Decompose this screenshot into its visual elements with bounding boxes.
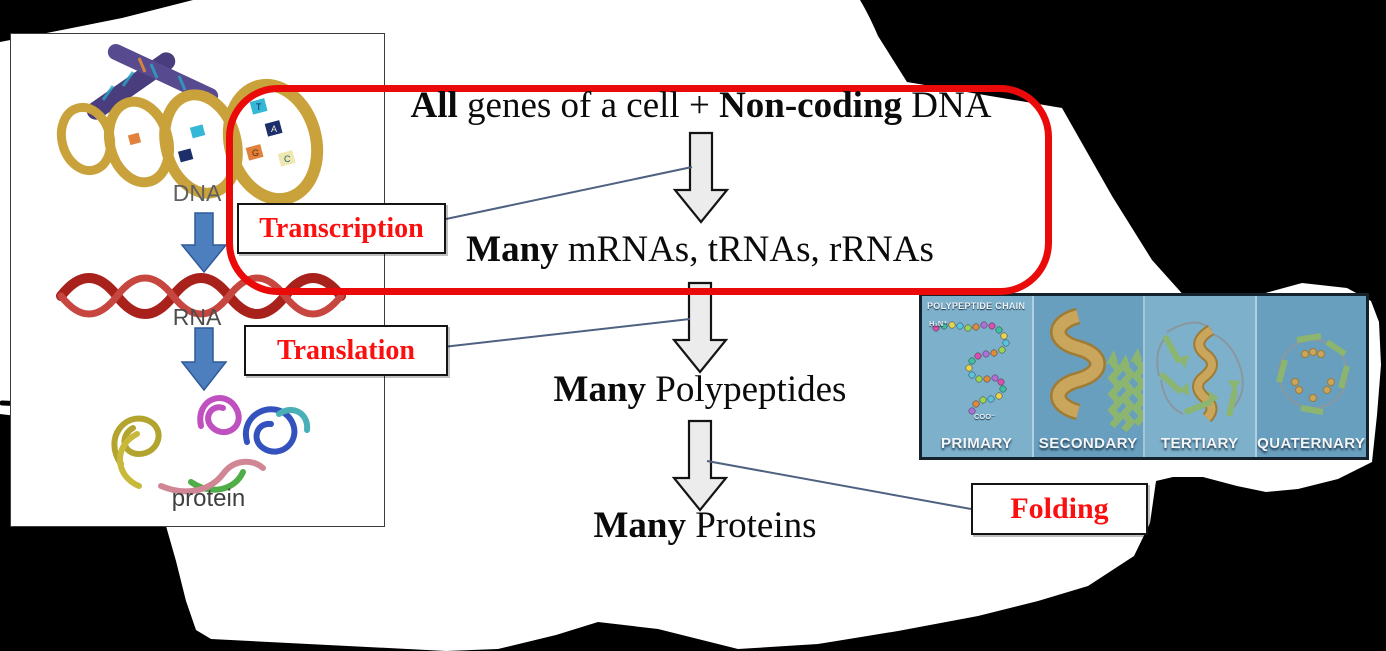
translation-label: Translation <box>277 334 415 366</box>
many-proteins-text: Many Proteins <box>593 505 817 546</box>
noncoding-bold: Non-coding <box>719 85 903 126</box>
translation-label-box: Translation <box>244 325 448 376</box>
folding-label-box: Folding <box>971 483 1148 535</box>
tertiary-structure-column: TERTIARY <box>1145 296 1257 457</box>
dna-to-rna-arrow-icon <box>180 212 228 274</box>
tertiary-structure-illustration <box>1156 321 1244 423</box>
dna-bases: T A G C <box>127 98 296 167</box>
primary-structure-illustration <box>932 321 1010 415</box>
secondary-label: SECONDARY <box>1038 435 1138 452</box>
protein-structure-panel: POLYPEPTIDE CHAIN H₃N⁺ COO⁻ PRIMARY SECO… <box>919 293 1369 460</box>
chromosome-icon <box>86 44 219 120</box>
dna-base-letter: A <box>271 124 277 134</box>
dna-base-letter: C <box>284 154 291 164</box>
protein-ribbon-icon <box>111 395 311 495</box>
many-polypeptides-text: Many Polypeptides <box>553 369 847 410</box>
transcription-label-box: Transcription <box>237 203 446 254</box>
polypeptide-chain-header: POLYPEPTIDE CHAIN <box>927 301 1026 311</box>
all-genes-bold: All <box>410 85 458 126</box>
tertiary-label: TERTIARY <box>1160 435 1239 452</box>
quaternary-structure-illustration <box>1275 333 1350 415</box>
many-rnas-text: Many mRNAs, tRNAs, rRNAs <box>466 229 934 270</box>
c-terminus-label: COO⁻ <box>974 412 996 421</box>
primary-structure-column: POLYPEPTIDE CHAIN H₃N⁺ COO⁻ PRIMARY <box>922 296 1034 457</box>
dna-label: DNA <box>172 180 222 206</box>
folding-label: Folding <box>1010 492 1109 525</box>
secondary-structure-illustration <box>1049 307 1144 433</box>
all-genes-text: All genes of a cell + Non-coding DNA <box>410 85 992 126</box>
quaternary-structure-column: QUATERNARY <box>1256 296 1366 457</box>
rna-to-protein-arrow-icon <box>180 327 228 392</box>
secondary-structure-column: SECONDARY <box>1033 296 1145 457</box>
transcription-label: Transcription <box>259 212 424 244</box>
protein-label: protein <box>171 485 246 512</box>
dna-base-letter: T <box>256 102 262 112</box>
n-terminus-label: H₃N⁺ <box>929 319 948 328</box>
dna-base-letter: G <box>252 148 259 158</box>
primary-label: PRIMARY <box>941 435 1013 452</box>
rna-label: RNA <box>172 304 222 330</box>
quaternary-label: QUATERNARY <box>1257 435 1366 452</box>
dna-to-protein-panel: T A G C D <box>10 33 385 527</box>
